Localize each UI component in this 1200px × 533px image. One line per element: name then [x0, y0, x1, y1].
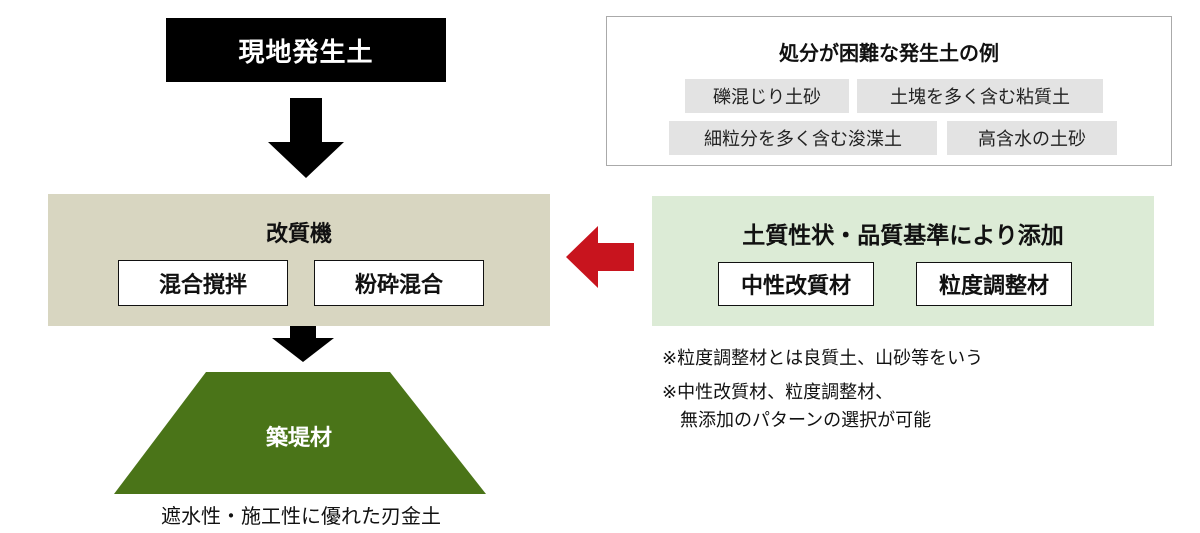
product-caption: 遮水性・施工性に優れた刃金土 — [161, 504, 441, 528]
example-chip: 土塊を多く含む粘質土 — [857, 79, 1103, 113]
process-box-mixing: 混合撹拌 — [118, 260, 288, 306]
machine-title: 改質機 — [265, 222, 332, 247]
material-box-neutral-modifier: 中性改質材 — [718, 262, 874, 306]
material-label: 中性改質材 — [740, 274, 851, 299]
product-label: 築堤材 — [265, 426, 332, 451]
down-arrow-1 — [268, 98, 344, 178]
example-chip: 高含水の土砂 — [947, 121, 1117, 155]
embankment-material-trapezoid — [114, 372, 486, 494]
material-box-grain-adjuster: 粒度調整材 — [916, 262, 1072, 306]
difficult-soil-examples-panel: 処分が困難な発生土の例 礫混じり土砂 土塊を多く含む粘質土 細粒分を多く含む浚渫… — [606, 16, 1172, 166]
note-selection-line1: ※中性改質材、粒度調整材、 — [662, 382, 894, 403]
note-grain-adjuster: ※粒度調整材とは良質土、山砂等をいう — [662, 348, 984, 369]
example-chip: 礫混じり土砂 — [685, 79, 849, 113]
examples-title: 処分が困難な発生土の例 — [779, 41, 999, 65]
source-soil-label: 現地発生土 — [238, 37, 374, 68]
material-label: 粒度調整材 — [938, 274, 1049, 299]
additive-title: 土質性状・品質基準により添加 — [742, 223, 1064, 249]
process-box-crushing: 粉砕混合 — [314, 260, 484, 306]
source-soil-box: 現地発生土 — [166, 18, 446, 82]
example-chip: 細粒分を多く含む浚渫土 — [669, 121, 937, 155]
note-selection-line2: 無添加のパターンの選択が可能 — [680, 410, 932, 431]
red-left-arrow — [566, 226, 634, 288]
modifier-machine-panel: 改質機 混合撹拌 粉砕混合 — [48, 194, 550, 326]
process-label: 混合撹拌 — [158, 273, 247, 298]
down-arrow-2 — [272, 326, 334, 362]
process-label: 粉砕混合 — [354, 273, 443, 298]
additive-panel: 土質性状・品質基準により添加 中性改質材 粒度調整材 — [652, 196, 1154, 326]
